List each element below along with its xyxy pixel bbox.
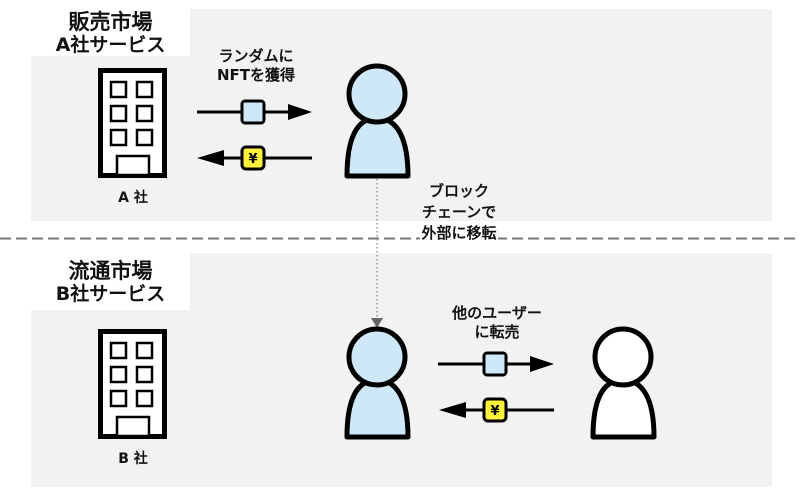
primary-market-label: 販売市場 A社サービス: [31, 9, 190, 56]
secondary-market-label: 流通市場 B社サービス: [31, 253, 190, 310]
blockchain-transfer-label-line2: チェーンで: [421, 203, 497, 221]
company-a-label: A 社: [118, 190, 148, 206]
primary-flow-label: ランダムに NFTを獲得: [196, 47, 316, 85]
secondary-flow-label-line2: に転売: [474, 323, 520, 341]
primary-flow-label-line2: NFTを獲得: [216, 66, 296, 84]
nft-token-icon-secondary: [482, 351, 508, 377]
user-person-icon: [344, 63, 411, 179]
secondary-flow-label: 他のユーザー に転売: [436, 304, 558, 342]
other-user-person-icon: [590, 326, 657, 440]
company-b-building-icon: [98, 329, 167, 439]
yen-token-icon-secondary: [482, 397, 508, 423]
secondary-flow-label-line1: 他のユーザー: [452, 304, 542, 322]
primary-market-title: 販売市場: [68, 10, 153, 34]
blockchain-transfer-label-line3: 外部に移転: [420, 223, 498, 244]
nft-transfer-arrow-secondary: [438, 351, 554, 377]
yen-symbol: ¥: [248, 152, 257, 167]
nft-transfer-arrow-primary: [197, 99, 312, 125]
company-b-label: B 社: [118, 451, 148, 467]
nft-token-icon: [240, 99, 266, 125]
yen-token-icon: [240, 145, 266, 171]
secondary-market-subtitle: B社サービス: [55, 283, 166, 305]
secondary-market-title: 流通市場: [68, 259, 153, 283]
user-person-icon-secondary: [344, 326, 411, 440]
payment-arrow-secondary: ¥: [439, 397, 554, 423]
blockchain-transfer-arrowhead: [371, 318, 383, 328]
yen-symbol-secondary: ¥: [490, 404, 499, 419]
primary-market-subtitle: A社サービス: [55, 34, 166, 56]
blockchain-transfer-label: ブロック チェーンで 外部に移転: [404, 181, 514, 244]
company-a-building-icon: [98, 68, 167, 178]
payment-arrow-primary: ¥: [197, 145, 312, 171]
primary-flow-label-line1: ランダムに: [218, 47, 294, 65]
blockchain-transfer-label-line1: ブロック: [428, 182, 489, 200]
